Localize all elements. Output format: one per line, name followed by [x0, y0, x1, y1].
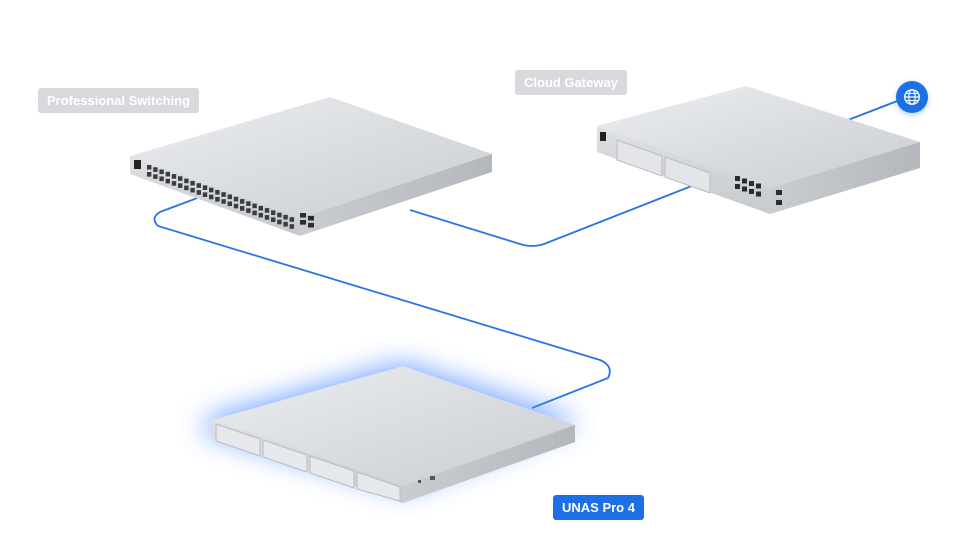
- switch-port: [233, 203, 239, 209]
- nas-drive-bay-3: [309, 455, 355, 489]
- nas-port: [430, 476, 435, 480]
- nas-drive-bay-4: [356, 471, 401, 502]
- switch-port: [190, 180, 195, 186]
- switch-port: [147, 165, 152, 170]
- nas-drive-bay-1: [215, 423, 261, 457]
- switch-port: [159, 176, 164, 182]
- cable-switch-to-nas: [153, 196, 611, 409]
- switch-port-rows: [147, 165, 314, 229]
- switch-port: [196, 183, 201, 188]
- switch-port: [252, 203, 257, 209]
- internet-node[interactable]: [896, 81, 928, 113]
- switch-port: [264, 215, 270, 220]
- nas-drive-bay-2: [262, 439, 308, 473]
- gateway-sfp-port: [776, 200, 782, 205]
- cable-switch-to-gateway: [409, 177, 713, 247]
- switch-sfp-port: [300, 220, 306, 225]
- nas-device[interactable]: [212, 366, 575, 503]
- switch-port: [289, 217, 294, 222]
- switch-port: [289, 224, 294, 229]
- switch-port: [215, 197, 220, 202]
- switch-port: [271, 217, 276, 222]
- switch-port: [227, 201, 232, 207]
- switch-port: [246, 201, 251, 206]
- switch-port: [202, 192, 208, 197]
- gateway-port: [756, 183, 761, 189]
- switch-port: [246, 208, 251, 213]
- switch-port: [202, 185, 208, 190]
- switch-port: [209, 194, 214, 200]
- nas-top: [212, 366, 575, 486]
- switch-port: [184, 178, 189, 184]
- switch-side: [300, 154, 492, 236]
- nas-status-dot: [418, 480, 421, 483]
- switch-port: [165, 171, 170, 177]
- gateway-port: [742, 178, 747, 184]
- switch-port: [258, 205, 263, 211]
- gateway-label[interactable]: Cloud Gateway: [515, 70, 627, 95]
- switch-sfp-port: [308, 215, 314, 221]
- switch-port: [221, 192, 226, 197]
- gateway-device[interactable]: [597, 86, 920, 214]
- switch-port: [271, 210, 276, 215]
- switch-port: [283, 221, 288, 227]
- switch-port: [153, 174, 158, 179]
- gateway-bay-2: [664, 156, 711, 194]
- switch-port: [221, 199, 226, 204]
- switch-label[interactable]: Professional Switching: [38, 88, 200, 113]
- switch-port: [147, 172, 152, 177]
- switch-port: [171, 181, 177, 186]
- switch-port: [184, 185, 189, 191]
- gateway-sfp-port: [776, 190, 782, 195]
- gateway-port: [742, 186, 747, 192]
- switch-port: [252, 210, 257, 216]
- nas-label[interactable]: UNAS Pro 4: [553, 495, 644, 520]
- gateway-power-port: [600, 132, 606, 141]
- switch-port: [233, 196, 239, 202]
- gateway-top: [597, 86, 920, 188]
- switch-port: [283, 214, 288, 220]
- gateway-bay-1: [616, 139, 663, 177]
- switch-sfp-port: [300, 213, 306, 218]
- switch-port: [227, 194, 232, 200]
- gateway-port: [749, 181, 754, 186]
- switch-port: [196, 190, 201, 195]
- nas-side: [403, 425, 575, 503]
- switch-port: [240, 199, 245, 204]
- switch-port: [190, 187, 195, 193]
- switch-device[interactable]: [130, 97, 492, 336]
- switch-port: [215, 190, 220, 195]
- switch-top: [130, 97, 492, 218]
- switch-port: [171, 174, 177, 179]
- switch-port: [159, 169, 164, 175]
- switch-port: [240, 206, 245, 211]
- globe-icon: [904, 89, 920, 105]
- gateway-port: [749, 189, 754, 194]
- switch-port: [277, 219, 282, 225]
- switch-port: [153, 167, 158, 172]
- switch-port: [209, 187, 214, 193]
- switch-port: [264, 208, 270, 213]
- gateway-side: [770, 142, 920, 214]
- switch-port: [277, 212, 282, 218]
- switch-port: [178, 183, 183, 188]
- switch-port: [178, 176, 183, 181]
- switch-power-port: [134, 160, 141, 169]
- gateway-port: [756, 191, 761, 197]
- gateway-port: [735, 184, 740, 189]
- cable-gateway-to-internet: [847, 99, 901, 121]
- switch-port: [258, 212, 263, 218]
- switch-sfp-port: [308, 222, 314, 228]
- gateway-port: [735, 176, 740, 181]
- switch-port: [165, 178, 170, 184]
- gateway-ports: [735, 176, 782, 205]
